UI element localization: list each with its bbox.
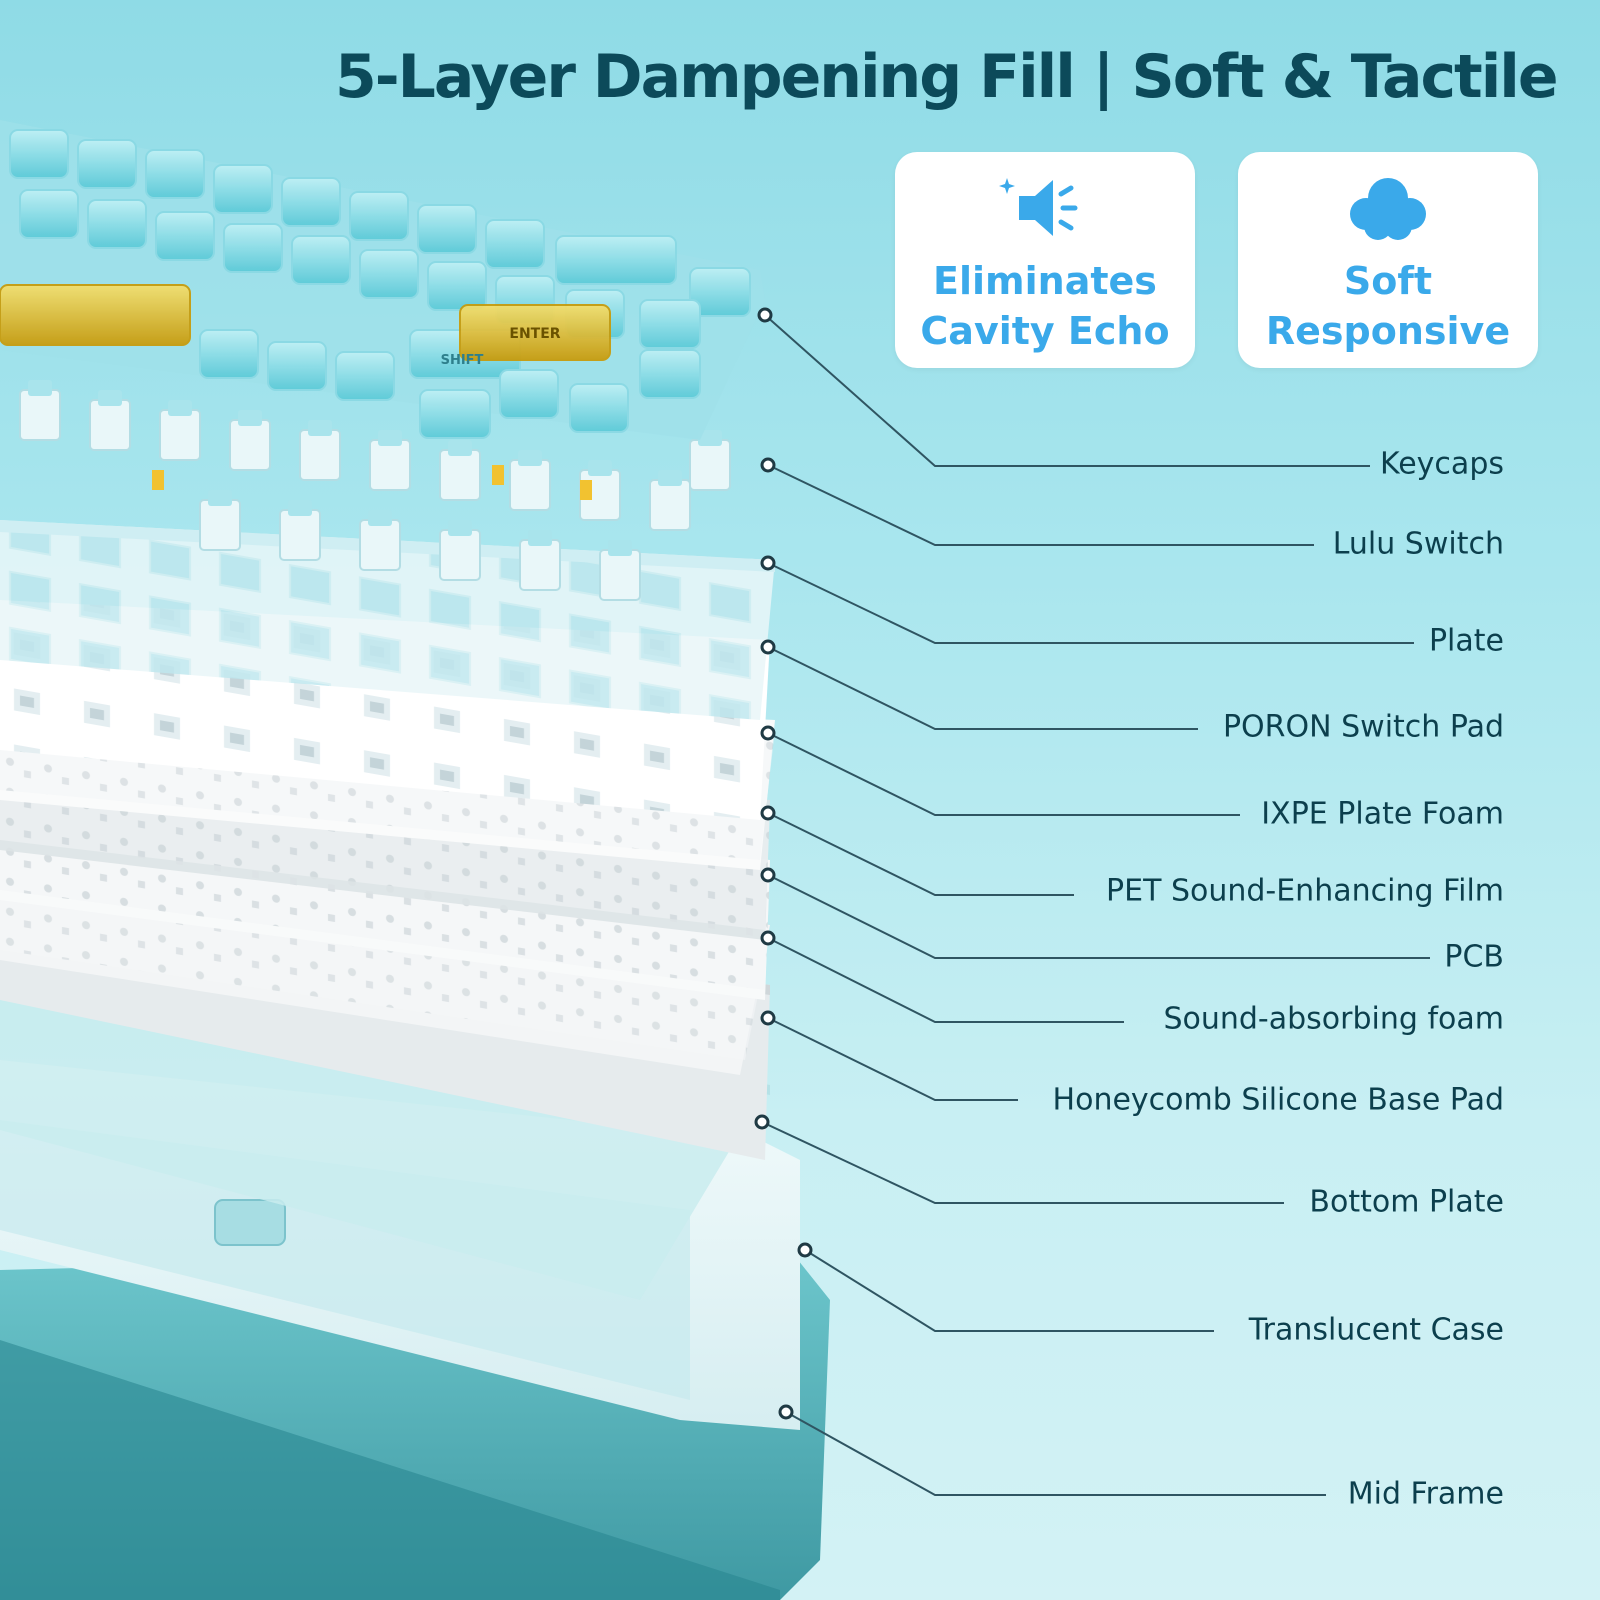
speaker-icon	[999, 178, 1078, 236]
layer-label-honeycomb-pad: Honeycomb Silicone Base Pad	[1052, 1082, 1504, 1118]
badge-soft-responsive: Soft Responsive	[1238, 152, 1538, 368]
keycap-layer: ENTER SHIFT	[0, 120, 765, 440]
enter-key-legend: ENTER	[509, 326, 560, 342]
layer-label-pcb: PCB	[1444, 939, 1504, 975]
layer-label-mid-frame: Mid Frame	[1347, 1476, 1504, 1512]
layer-label-ixpe-plate-foam: IXPE Plate Foam	[1261, 796, 1504, 832]
leader-lines	[761, 314, 1430, 1496]
shift-key-legend: SHIFT	[441, 353, 484, 368]
layer-label-bottom-plate: Bottom Plate	[1309, 1184, 1504, 1220]
badge-line-cavity-echo: Cavity Echo	[920, 309, 1170, 353]
layer-label-pet-film: PET Sound-Enhancing Film	[1106, 873, 1504, 909]
layer-label-keycaps: Keycaps	[1380, 446, 1504, 482]
leader-dots	[754, 307, 813, 1420]
badge-line-soft: Soft	[1343, 259, 1433, 303]
switch-layer	[19, 380, 731, 601]
page-title: 5-Layer Dampening Fill | Soft & Tactile	[335, 42, 1559, 112]
badge-cavity-echo: Eliminates Cavity Echo	[895, 152, 1195, 368]
layer-label-translucent-case: Translucent Case	[1248, 1312, 1504, 1348]
layer-label-plate: Plate	[1428, 623, 1504, 659]
layer-label-lulu-switch: Lulu Switch	[1332, 526, 1504, 562]
layer-label-sound-absorbing-foam: Sound-absorbing foam	[1163, 1001, 1504, 1037]
cloud-icon	[1350, 178, 1426, 240]
badge-line-eliminates: Eliminates	[933, 259, 1157, 303]
badge-label-cavity-echo: Eliminates Cavity Echo	[895, 256, 1195, 356]
badge-line-responsive: Responsive	[1265, 309, 1511, 353]
badge-label-soft-responsive: Soft Responsive	[1238, 256, 1538, 356]
layer-label-poron-switch-pad: PORON Switch Pad	[1222, 709, 1504, 745]
